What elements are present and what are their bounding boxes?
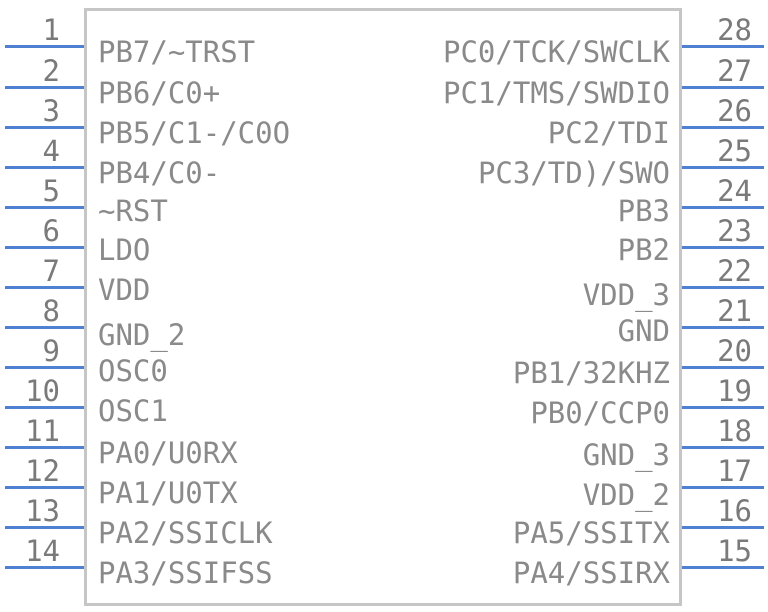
pin-number-7: 7 — [42, 254, 60, 288]
pin-line-22 — [682, 286, 764, 289]
pin-line-21 — [682, 326, 764, 329]
pin-label-19: PB0/CCP0 — [530, 396, 670, 430]
pin-line-15 — [682, 566, 764, 569]
pin-label-10: OSC1 — [98, 394, 168, 428]
pin-line-8 — [5, 326, 84, 329]
pin-label-7: VDD — [98, 273, 151, 307]
pin-number-18: 18 — [717, 414, 752, 448]
pin-label-12: PA1/U0TX — [98, 476, 238, 510]
pin-line-10 — [5, 406, 84, 409]
pin-line-4 — [5, 166, 84, 169]
pin-line-26 — [682, 126, 764, 129]
pin-label-16: PA5/SSITX — [512, 516, 670, 550]
pin-number-28: 28 — [717, 13, 752, 47]
pin-line-16 — [682, 526, 764, 529]
pin-label-17: VDD_2 — [582, 478, 670, 512]
pin-number-2: 2 — [42, 54, 60, 88]
pin-number-8: 8 — [42, 294, 60, 328]
pin-label-11: PA0/U0RX — [98, 436, 238, 470]
pin-label-2: PB6/C0+ — [98, 76, 221, 110]
pin-number-17: 17 — [717, 454, 752, 488]
pin-number-9: 9 — [42, 334, 60, 368]
pin-line-6 — [5, 246, 84, 249]
pin-line-11 — [5, 446, 84, 449]
pin-label-5: ~RST — [98, 194, 168, 228]
pin-line-19 — [682, 406, 764, 409]
pin-label-14: PA3/SSIFSS — [98, 556, 273, 590]
pin-label-18: GND_3 — [582, 438, 670, 472]
pin-number-3: 3 — [42, 94, 60, 128]
pin-line-1 — [5, 45, 84, 48]
pin-number-12: 12 — [25, 454, 60, 488]
pin-number-14: 14 — [25, 534, 60, 568]
pin-label-26: PC2/TDI — [547, 116, 670, 150]
pin-number-15: 15 — [717, 534, 752, 568]
pin-number-4: 4 — [42, 134, 60, 168]
pin-number-5: 5 — [42, 174, 60, 208]
pin-number-11: 11 — [25, 414, 60, 448]
pin-line-24 — [682, 206, 764, 209]
pin-label-4: PB4/C0- — [98, 156, 221, 190]
pin-label-28: PC0/TCK/SWCLK — [443, 35, 670, 69]
pin-label-6: LDO — [98, 233, 151, 267]
pin-number-27: 27 — [717, 54, 752, 88]
pin-number-20: 20 — [717, 334, 752, 368]
pin-number-16: 16 — [717, 494, 752, 528]
pin-line-28 — [682, 45, 764, 48]
pin-label-27: PC1/TMS/SWDIO — [443, 76, 670, 110]
pin-label-3: PB5/C1-/C0O — [98, 116, 291, 150]
pin-label-25: PC3/TD)/SWO — [477, 156, 670, 190]
pin-number-22: 22 — [717, 254, 752, 288]
pin-number-25: 25 — [717, 134, 752, 168]
pin-line-17 — [682, 486, 764, 489]
pin-label-22: VDD_3 — [582, 278, 670, 312]
pin-label-24: PB3 — [617, 194, 670, 228]
pin-number-24: 24 — [717, 174, 752, 208]
pin-label-21: GND — [617, 314, 670, 348]
pin-number-23: 23 — [717, 214, 752, 248]
pin-line-23 — [682, 246, 764, 249]
pin-line-14 — [5, 566, 84, 569]
pin-label-9: OSC0 — [98, 354, 168, 388]
pin-label-8: GND_2 — [98, 318, 186, 352]
pin-label-1: PB7/~TRST — [98, 35, 256, 69]
pin-line-27 — [682, 86, 764, 89]
pin-number-21: 21 — [717, 294, 752, 328]
pin-line-20 — [682, 366, 764, 369]
pin-number-1: 1 — [42, 13, 60, 47]
pin-line-12 — [5, 486, 84, 489]
pin-line-25 — [682, 166, 764, 169]
pin-number-26: 26 — [717, 94, 752, 128]
pin-line-9 — [5, 366, 84, 369]
pin-number-10: 10 — [25, 374, 60, 408]
pin-line-18 — [682, 446, 764, 449]
pin-number-6: 6 — [42, 214, 60, 248]
pin-label-15: PA4/SSIRX — [512, 556, 670, 590]
pin-label-20: PB1/32KHZ — [512, 356, 670, 390]
pin-line-3 — [5, 126, 84, 129]
pin-label-13: PA2/SSICLK — [98, 516, 273, 550]
pin-line-13 — [5, 526, 84, 529]
pin-number-19: 19 — [717, 374, 752, 408]
pin-line-5 — [5, 206, 84, 209]
pin-line-2 — [5, 86, 84, 89]
pin-line-7 — [5, 286, 84, 289]
ic-body-outline — [84, 8, 682, 606]
pin-label-23: PB2 — [617, 233, 670, 267]
pin-number-13: 13 — [25, 494, 60, 528]
